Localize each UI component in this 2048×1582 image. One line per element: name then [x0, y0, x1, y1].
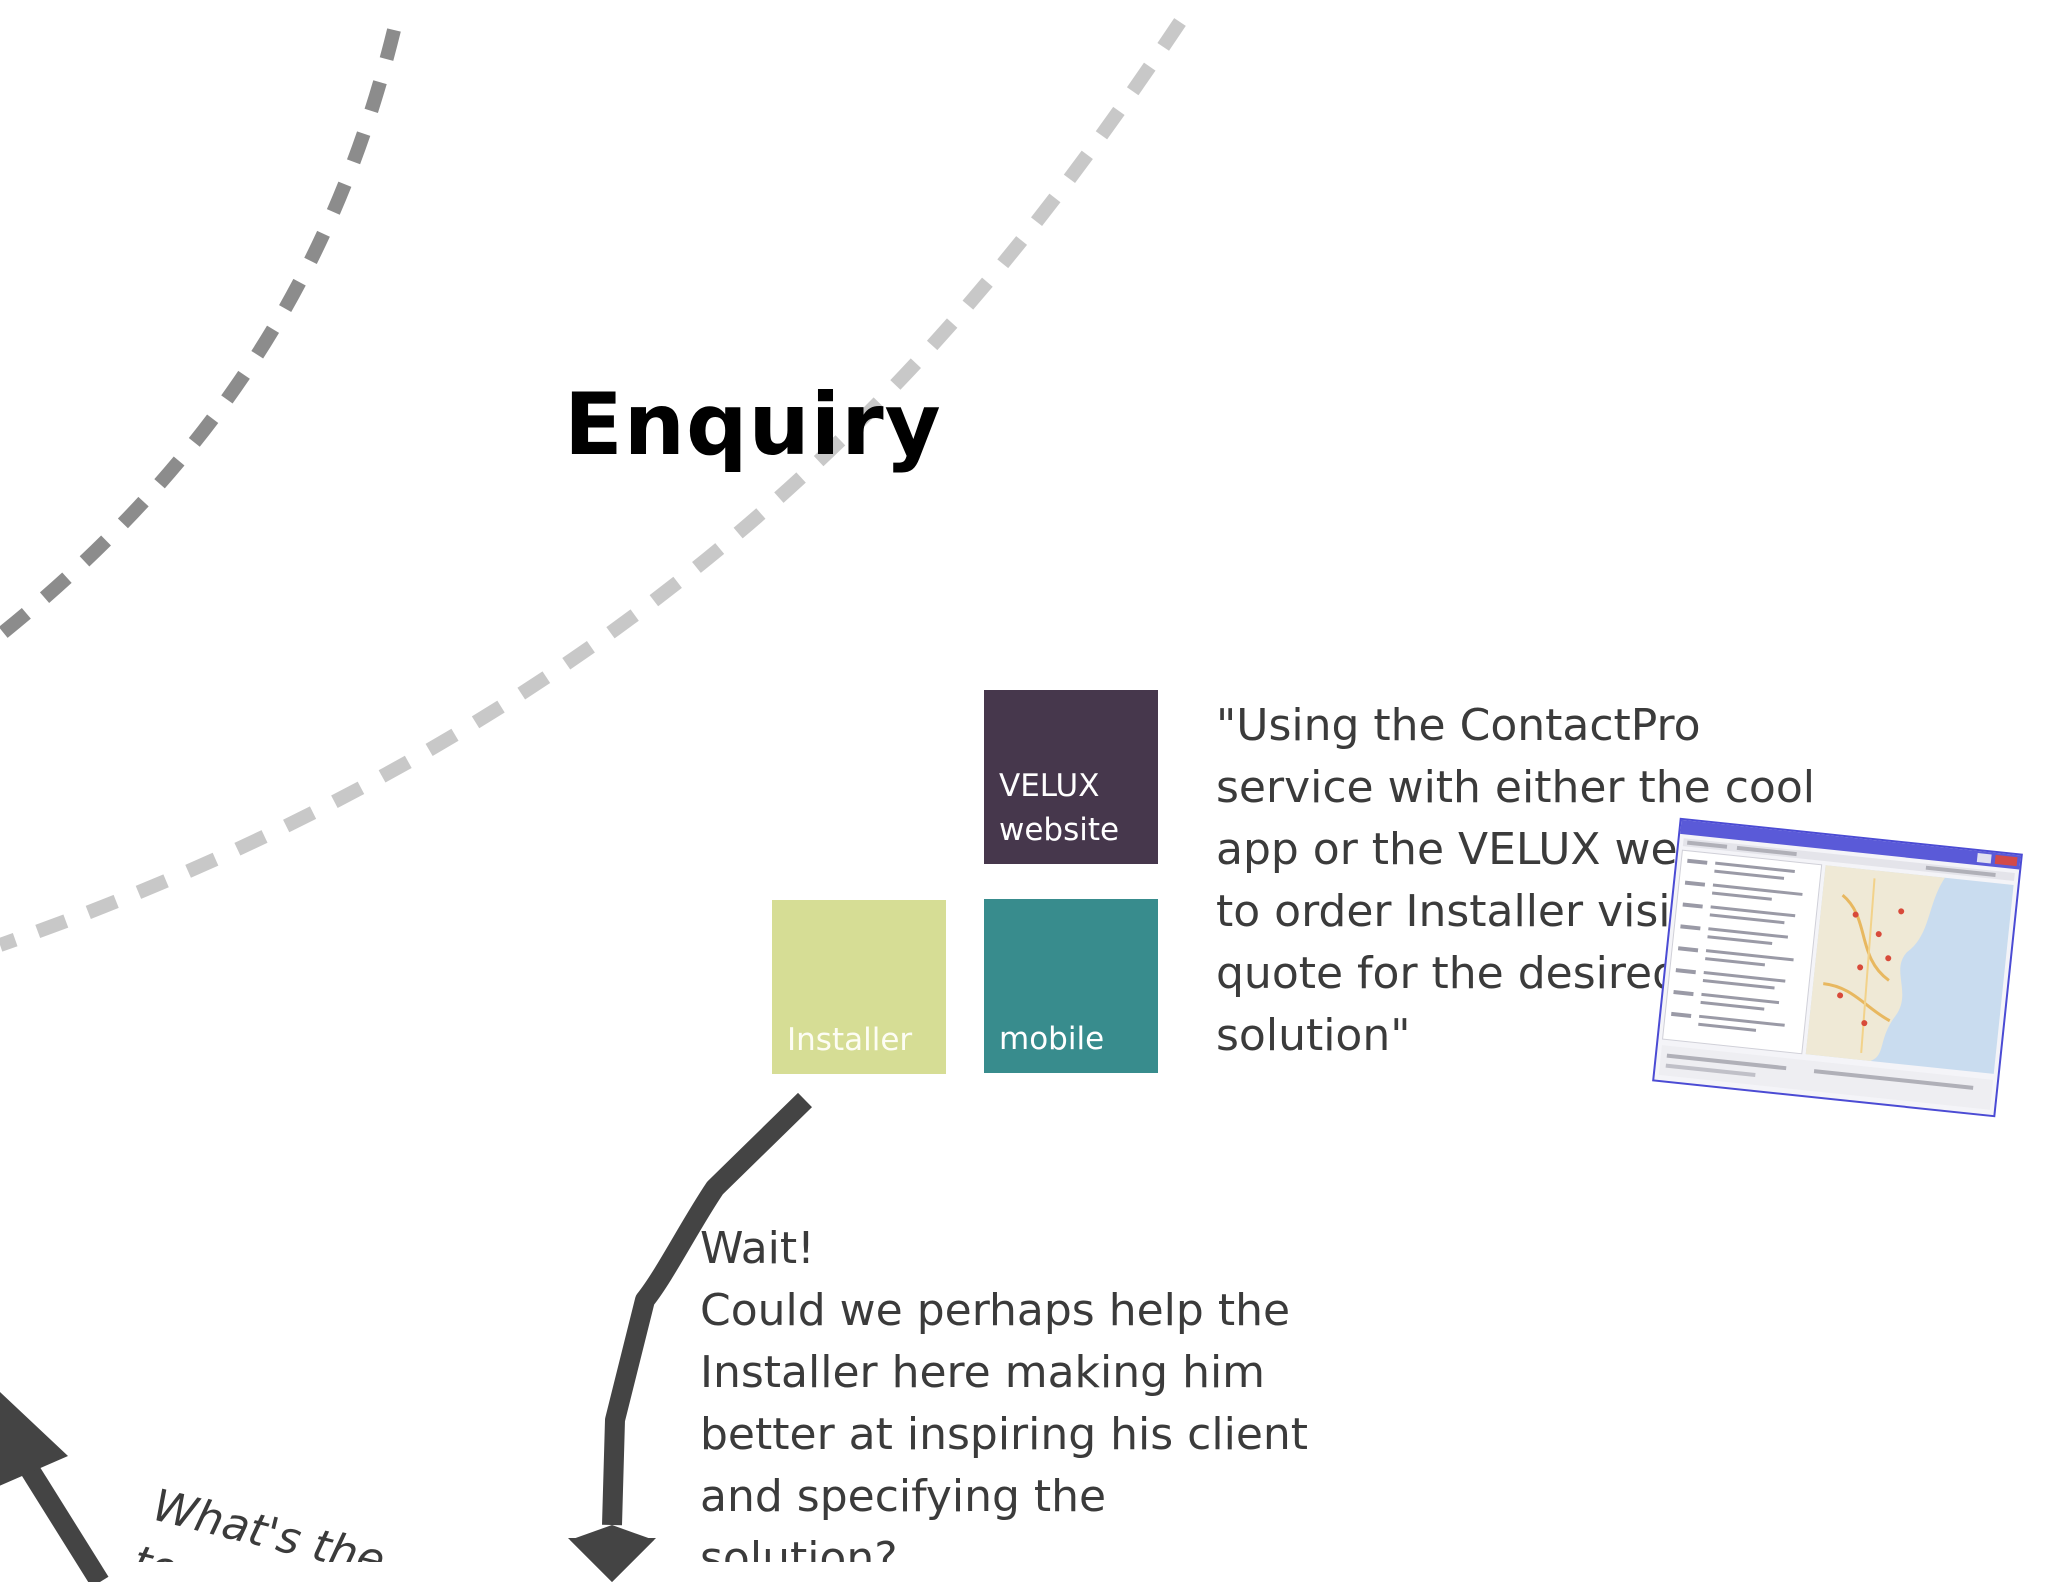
mobile-tile-label: mobile [999, 1021, 1105, 1057]
velux-website-tile[interactable]: VELUX website [984, 690, 1158, 864]
curved-arrow-down-icon [568, 1092, 812, 1582]
velux-website-tile-line1: VELUX [999, 768, 1100, 804]
velux-website-tile-line2: website [999, 812, 1120, 848]
note-clip: Wait! Could we perhaps help the Installe… [690, 1210, 1390, 1562]
side-question-line1: What's the [147, 1480, 390, 1562]
installer-tile-label: Installer [787, 1022, 913, 1058]
installer-tile[interactable]: Installer [772, 900, 946, 1074]
installer-help-note: Wait! Could we perhaps help the Installe… [700, 1223, 1309, 1562]
page-title: Enquiry [564, 375, 942, 475]
map-screenshot-thumbnail [1652, 817, 2023, 1118]
mobile-tile[interactable]: mobile [984, 899, 1158, 1073]
side-question-line2: to [128, 1536, 183, 1562]
arrow-up-icon [0, 1392, 109, 1582]
side-text-clip: What's the to [0, 1400, 420, 1562]
dashed-arc-dark [0, 28, 401, 641]
dashed-arc-light [0, 18, 1186, 952]
